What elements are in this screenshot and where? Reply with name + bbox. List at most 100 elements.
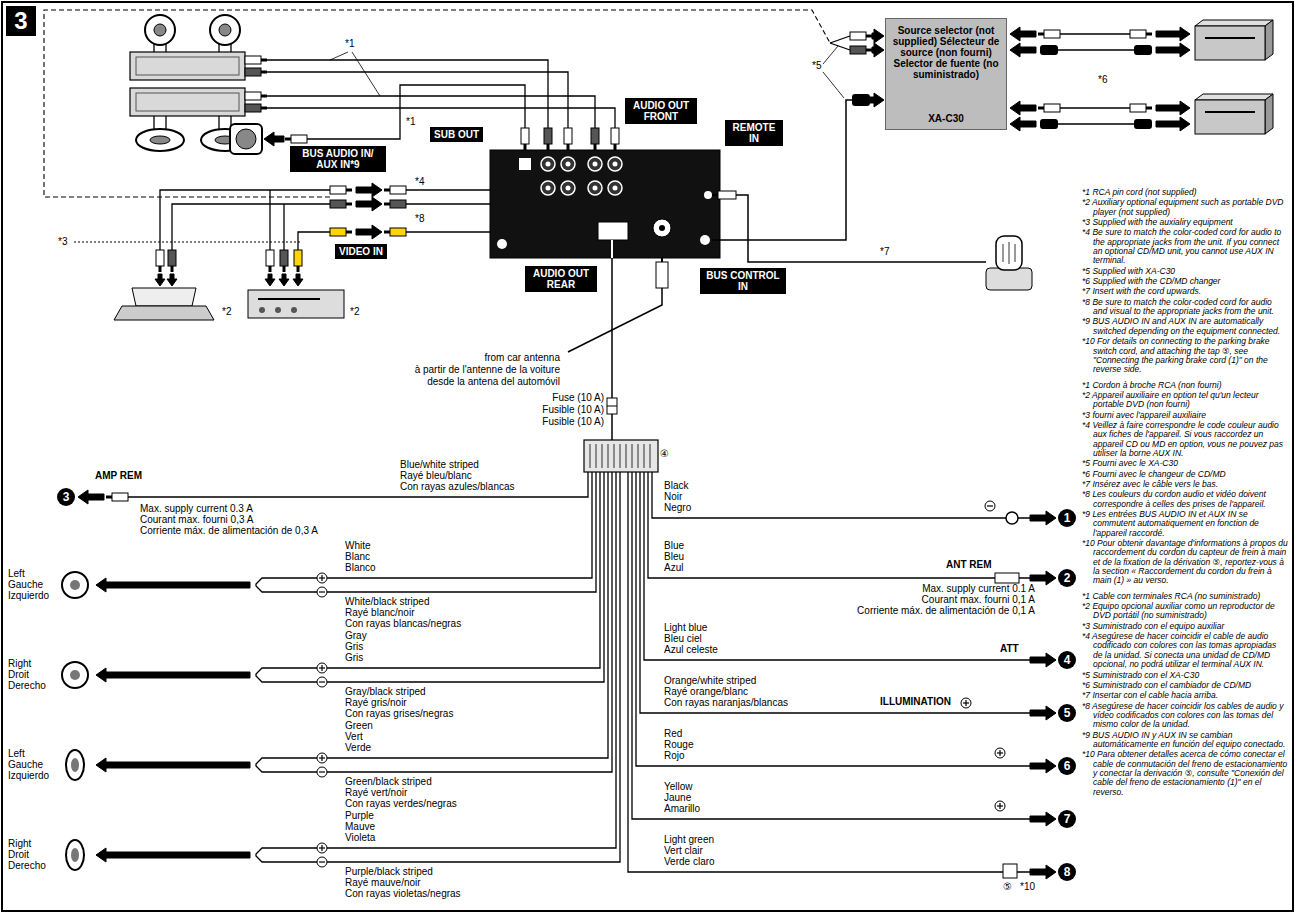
rca-jack-pin xyxy=(613,186,618,191)
rca-plug-pin xyxy=(346,203,352,206)
remote-cord xyxy=(736,195,986,262)
wire-color-label: Rayé vert/noir xyxy=(345,787,407,798)
ant-rem-plug xyxy=(995,573,1019,583)
footnote-mark: *2 xyxy=(222,306,231,317)
rca-plug xyxy=(390,200,406,208)
minus-symbol xyxy=(319,591,325,592)
footnote-mark: *10 xyxy=(1020,881,1035,892)
rca-jack-pin xyxy=(566,162,571,167)
rca-plug-pin xyxy=(261,71,267,74)
rca-plug-pin xyxy=(1146,107,1152,110)
sub-out-jack xyxy=(519,158,531,170)
rotary-commander xyxy=(986,268,1032,290)
node-text: XA-C30 xyxy=(889,113,1003,124)
block-arrow xyxy=(264,132,284,146)
speaker-symbol xyxy=(62,662,88,688)
rca-jack xyxy=(541,181,555,195)
connector-pin xyxy=(608,444,609,468)
callout-digit: 2 xyxy=(1064,571,1071,585)
speaker-cone xyxy=(71,848,79,862)
footnote-mark: *1 xyxy=(345,38,354,49)
block-arrow xyxy=(1156,117,1190,131)
block-arrow xyxy=(1156,101,1190,115)
portable-dvd-player xyxy=(114,306,214,320)
speaker-lead xyxy=(218,44,219,52)
wire-color-label: Blanc xyxy=(345,551,370,562)
device-button xyxy=(291,307,297,313)
rca-cord xyxy=(830,36,850,43)
current-rating: Max. supply current 0.1 A xyxy=(922,583,1035,594)
rca-plug-pin xyxy=(866,49,872,52)
footnote-text: *4 Veillez à faire correspondre le code … xyxy=(1082,421,1288,458)
rca-jack-pin xyxy=(593,162,598,167)
wire-color-label: Rayé gris/noir xyxy=(345,697,407,708)
jack-label-box: AUDIO OUT FRONT xyxy=(625,98,697,124)
rca-plug xyxy=(591,128,599,144)
speaker-wire xyxy=(300,472,600,668)
rca-plug-pin xyxy=(269,266,272,272)
rca-plug xyxy=(330,186,346,194)
rca-plug xyxy=(245,68,261,76)
plus-symbol xyxy=(321,575,322,581)
minus-symbol xyxy=(985,501,995,511)
rca-plug xyxy=(564,128,572,144)
harness-connector xyxy=(584,440,658,472)
callout-number: 4 xyxy=(1058,651,1076,669)
callout-number: 3 xyxy=(57,488,75,506)
rca-plug xyxy=(156,250,164,266)
wire-color-label: Con rayas grises/negras xyxy=(345,708,453,719)
changer-slot xyxy=(1205,111,1255,113)
wire-bracket xyxy=(256,758,300,772)
block-arrow xyxy=(1010,27,1036,41)
node-text: 3 xyxy=(14,7,27,35)
plus-symbol xyxy=(317,573,327,583)
rca-plug-pin xyxy=(171,266,174,272)
rca-jack-pin xyxy=(546,186,551,191)
block-arrow xyxy=(1010,117,1036,131)
speaker-wire xyxy=(300,472,608,758)
rca-plug-pin xyxy=(346,231,352,234)
connector-pin xyxy=(614,444,615,468)
leader-line xyxy=(330,52,348,60)
footnote-text: *9 BUS AUDIO IN and AUX IN are automatic… xyxy=(1082,317,1288,336)
rca-cord xyxy=(298,232,330,250)
power-wire xyxy=(636,472,1030,766)
rca-plug-pin xyxy=(547,144,550,150)
footnote-column: *1 RCA pin cord (not supplied)*2 Auxilia… xyxy=(1082,188,1288,798)
node-text: AUDIO OUT FRONT xyxy=(629,100,693,122)
node-text: BUS AUDIO IN/ AUX IN*9 xyxy=(294,148,382,170)
rca-cord xyxy=(160,190,330,250)
speaker-cone xyxy=(219,24,231,36)
block-arrow xyxy=(167,274,177,286)
plus-symbol xyxy=(321,665,322,671)
speaker-cone xyxy=(154,24,166,36)
callout-number: 7 xyxy=(1058,810,1076,828)
rca-plug-pin xyxy=(567,144,570,150)
rca-plug xyxy=(294,250,302,266)
knob-ridge xyxy=(1003,244,1004,262)
block-arrow xyxy=(96,758,250,772)
bus-plug xyxy=(852,94,870,106)
footnote-text: *9 Les entrées BUS AUDIO IN et AUX IN se… xyxy=(1082,510,1288,538)
rca-jack-pin xyxy=(546,162,551,167)
wire-color-label: Rojo xyxy=(664,750,685,761)
current-rating: Courant max. fourni 0,1 A xyxy=(922,594,1035,605)
rca-plug-pin xyxy=(594,144,597,150)
plus-symbol xyxy=(321,845,322,851)
speaker-cone xyxy=(150,136,170,144)
antenna-note: from car antenna xyxy=(484,352,560,363)
current-rating: Courant max. fourni 0,3 A xyxy=(140,514,253,525)
wire-color-label: Amarillo xyxy=(664,803,700,814)
wire-color-label: Purple xyxy=(345,810,374,821)
rca-jack xyxy=(608,157,622,171)
block-arrow xyxy=(1030,706,1056,720)
fuse-label: Fusible (10 A) xyxy=(542,404,604,415)
block-arrow xyxy=(1010,101,1036,115)
rca-plug-pin xyxy=(866,35,872,38)
wire-color-label: White xyxy=(345,540,371,551)
speaker-position-label: Gauche xyxy=(8,759,43,770)
footnote-mark: *8 xyxy=(415,213,424,224)
current-rating: Corriente máx. de alimentación de 0,3 A xyxy=(140,525,318,536)
dotted-leader xyxy=(74,242,300,243)
